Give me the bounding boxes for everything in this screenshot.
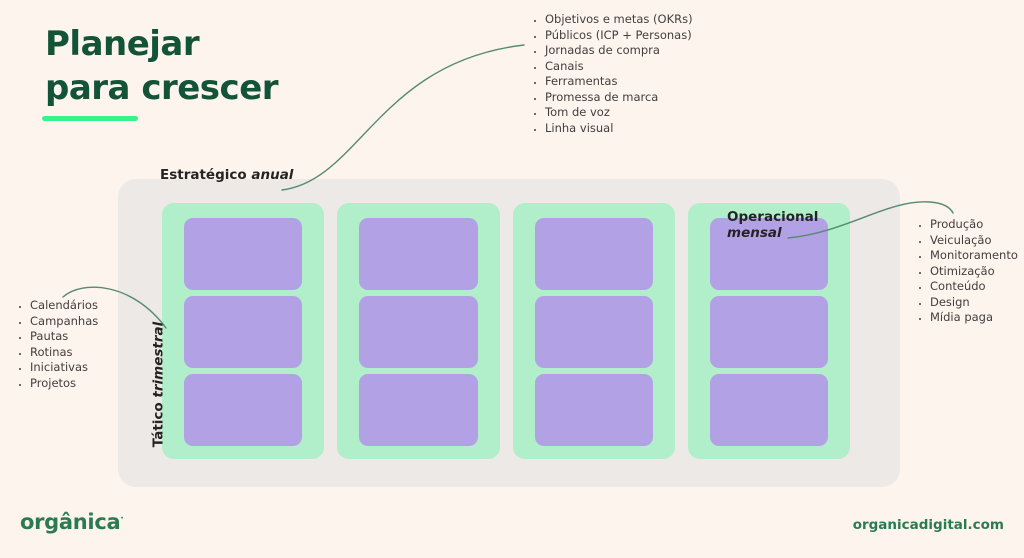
list-item: Mídia paga [930,310,1018,326]
list-item: Veiculação [930,233,1018,249]
list-item: Calendários [30,298,98,314]
card [534,218,653,290]
strategic-label: Estratégico anual [160,167,294,184]
tactical-qualifier: trimestral [150,321,167,398]
list-item: Pautas [30,329,98,345]
card [709,374,828,446]
list-item: Objetivos e metas (OKRs) [545,12,693,28]
organica-logo-text: orgânica [20,510,121,534]
list-item: Produção [930,217,1018,233]
page-title: Planejar para crescer [45,22,279,110]
board-column-2 [337,203,500,459]
list-item: Monitoramento [930,248,1018,264]
list-item: Campanhas [30,314,98,330]
list-item: Otimização [930,264,1018,280]
list-item: Iniciativas [30,360,98,376]
list-item: Ferramentas [545,74,693,90]
board-column-1 [162,203,325,459]
list-item: Linha visual [545,121,693,137]
strategic-items-list: Objetivos e metas (OKRs)Públicos (ICP + … [531,12,693,136]
list-item: Canais [545,59,693,75]
list-item: Tom de voz [545,105,693,121]
board-column-3 [512,203,675,459]
card [359,218,478,290]
organica-logo: orgânica· [20,510,124,534]
connector-strategic-curve [281,44,525,191]
card [534,374,653,446]
website-url: organicadigital.com [852,517,1004,533]
card [534,296,653,368]
card [359,296,478,368]
card [184,218,303,290]
tactical-label-text: Tático [150,402,167,448]
page-title-line1: Planejar [45,24,200,64]
page-title-line2: para crescer [45,68,279,108]
title-underline-accent [42,116,138,121]
card [184,296,303,368]
strategic-label-text: Estratégico [160,167,247,183]
operational-items-list: ProduçãoVeiculaçãoMonitoramentoOtimizaçã… [916,217,1018,326]
list-item: Rotinas [30,345,98,361]
list-item: Conteúdo [930,279,1018,295]
list-item: Promessa de marca [545,90,693,106]
strategic-qualifier: anual [251,167,294,183]
list-item: Projetos [30,376,98,392]
list-item: Públicos (ICP + Personas) [545,28,693,44]
card [359,374,478,446]
operational-qualifier: mensal [727,224,782,241]
card [709,296,828,368]
operational-label-text: Operacional [727,209,819,225]
list-item: Design [930,295,1018,311]
operational-label: Operacional mensal [727,209,819,241]
tactical-items-list: CalendáriosCampanhasPautasRotinasIniciat… [16,298,98,391]
card [184,374,303,446]
board [162,203,850,459]
board-column-4 [687,203,850,459]
tactical-label: Tático trimestral [150,320,169,450]
list-item: Jornadas de compra [545,43,693,59]
organica-logo-mark: · [120,514,124,524]
